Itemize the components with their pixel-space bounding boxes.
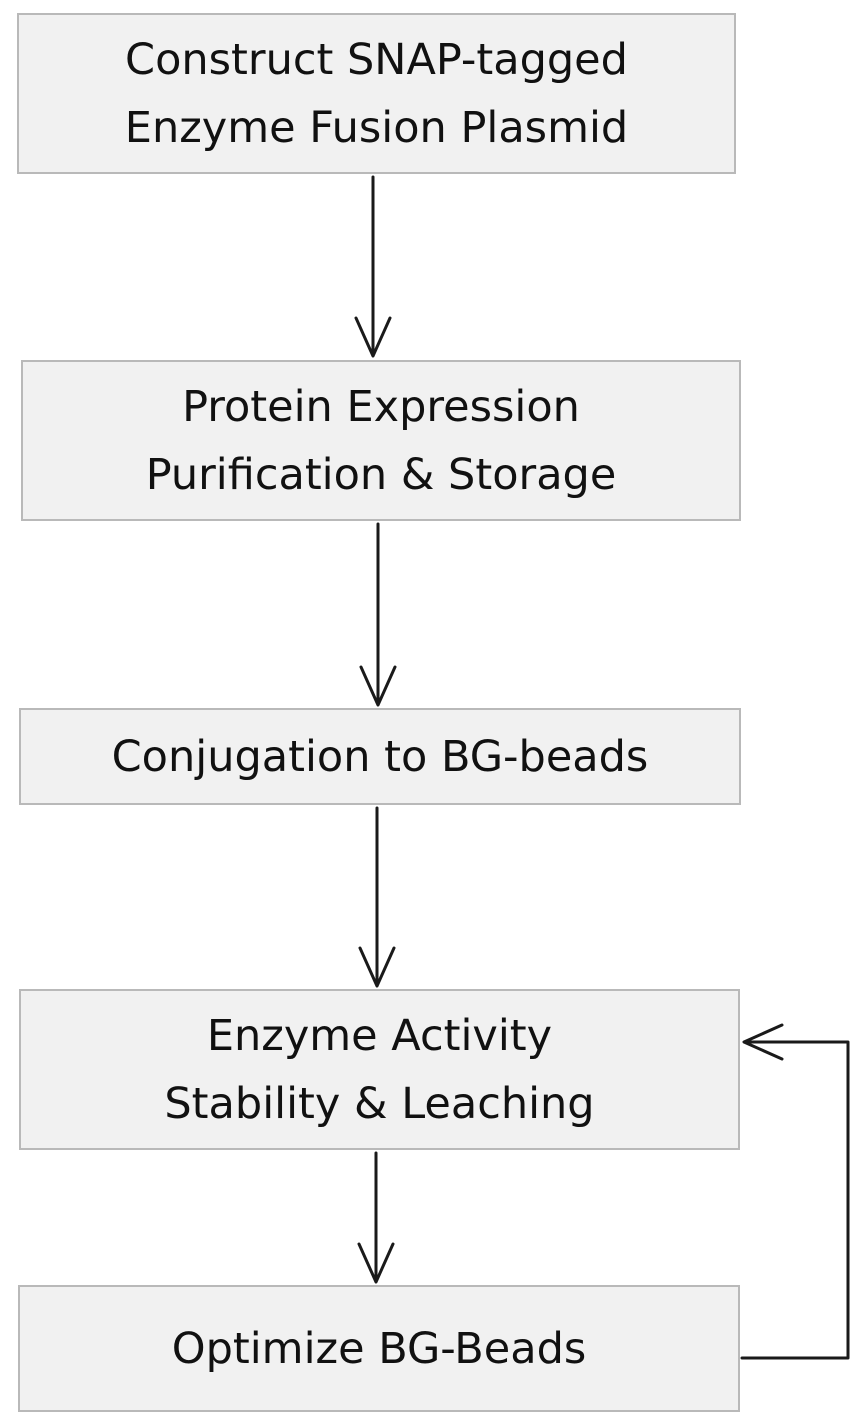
feedback-loop-line	[740, 1040, 850, 1360]
step-protein-expression-line-2: Purification & Storage	[145, 449, 617, 500]
step-construct-plasmid-line-1: Construct SNAP-tagged	[125, 34, 628, 85]
step-construct-plasmid: Construct SNAP-tagged Enzyme Fusion Plas…	[17, 13, 736, 174]
step-enzyme-activity: Enzyme Activity Stability & Leaching	[19, 989, 740, 1150]
arrow-2-head	[359, 665, 397, 707]
step-construct-plasmid-line-2: Enzyme Fusion Plasmid	[124, 102, 629, 153]
step-conjugation: Conjugation to BG-beads	[19, 708, 741, 805]
step-optimize-beads-line-1: Optimize BG-Beads	[171, 1323, 587, 1374]
step-optimize-beads: Optimize BG-Beads	[18, 1285, 740, 1412]
step-protein-expression-line-1: Protein Expression	[182, 381, 580, 432]
step-conjugation-line-1: Conjugation to BG-beads	[111, 731, 649, 782]
arrow-1-head	[354, 316, 392, 358]
feedback-loop-head	[742, 1023, 784, 1061]
step-enzyme-activity-line-2: Stability & Leaching	[164, 1078, 595, 1129]
step-protein-expression: Protein Expression Purification & Storag…	[21, 360, 741, 521]
step-enzyme-activity-line-1: Enzyme Activity	[206, 1010, 553, 1061]
arrow-3-head	[358, 946, 396, 988]
arrow-4-head	[357, 1242, 395, 1284]
